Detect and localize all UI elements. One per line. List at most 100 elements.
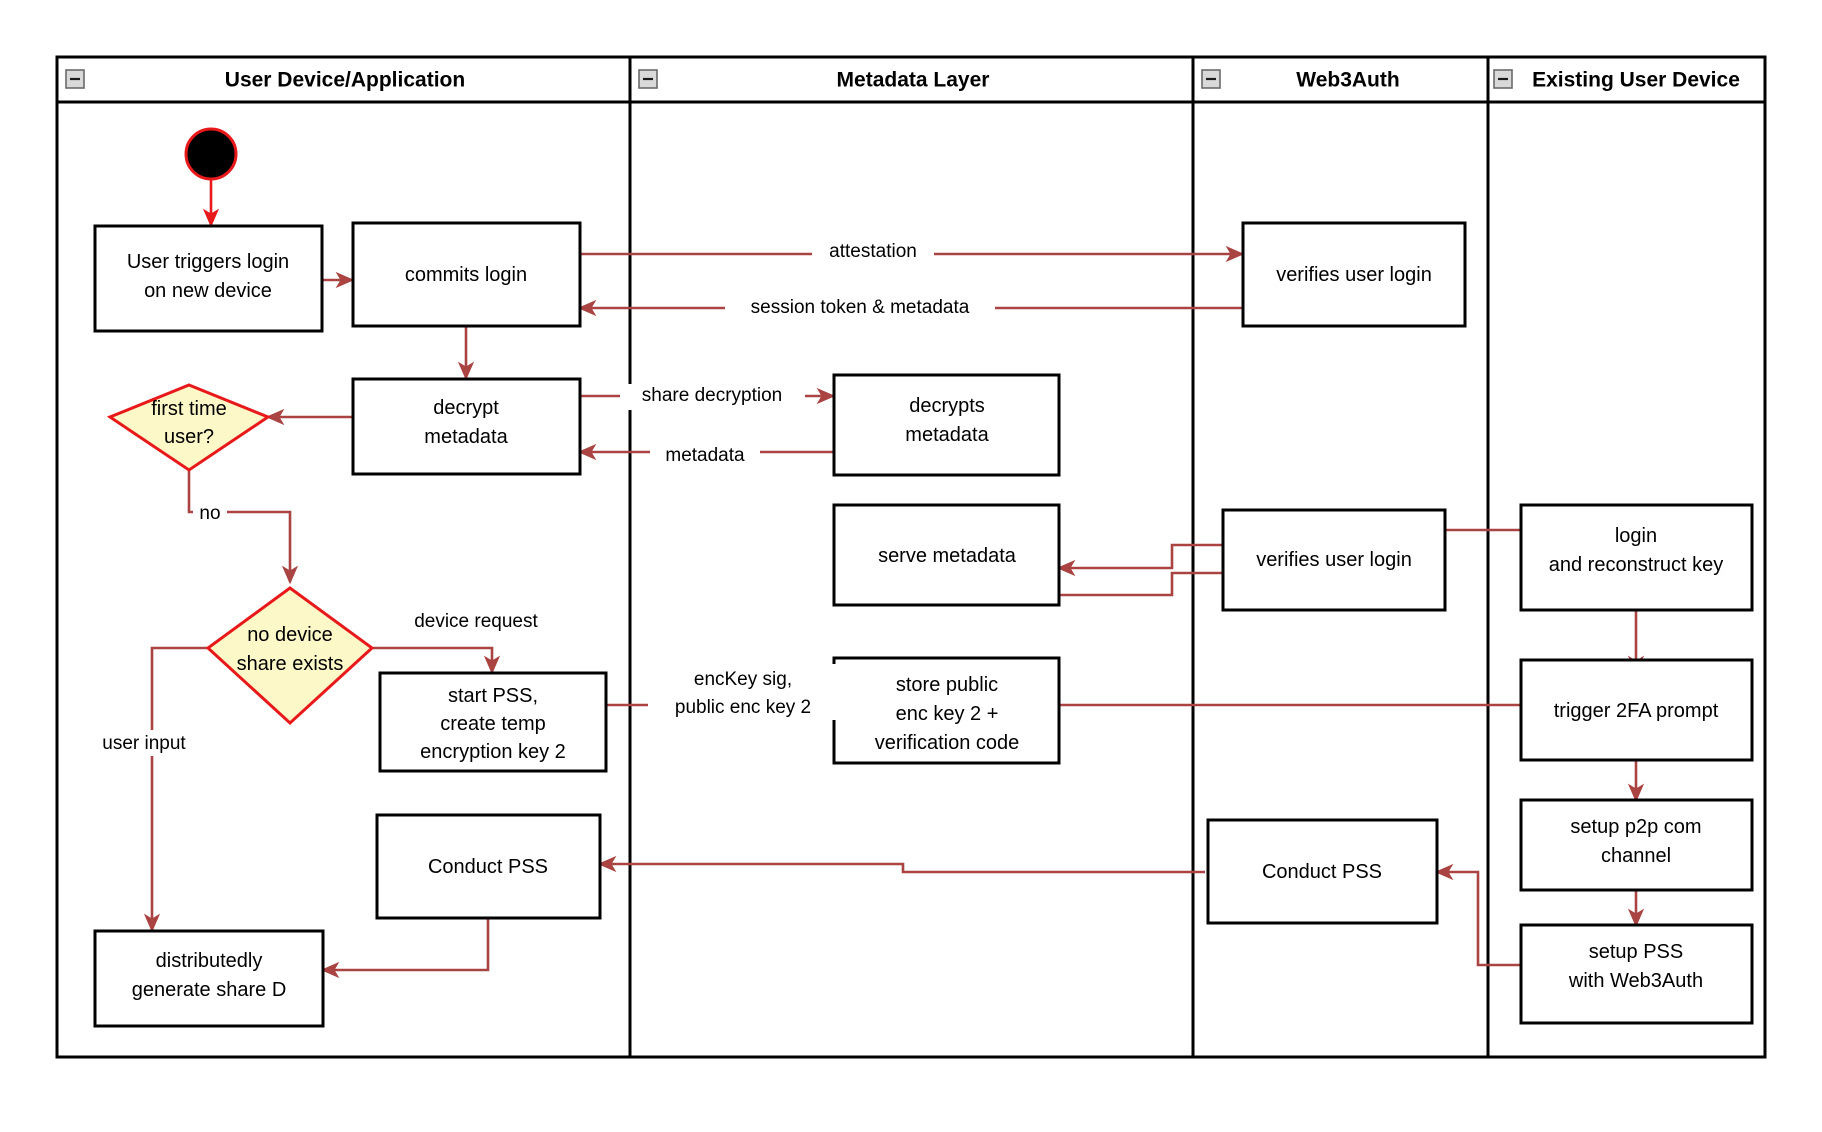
node-label-line-2: metadata [424, 426, 508, 448]
node-label-line-2: and reconstruct key [1549, 554, 1724, 576]
node-start-pss-create-temp-key[interactable]: start PSS, create temp encryption key 2 [378, 671, 608, 773]
node-first-time-user[interactable]: first time user? [106, 383, 272, 472]
node-label-line-1: Conduct PSS [1262, 861, 1382, 883]
edge-label-text-line-2: public enc key 2 [675, 697, 811, 718]
node-trigger-2fa-prompt[interactable]: trigger 2FA prompt [1519, 658, 1754, 762]
lane-header-existing-device [1486, 55, 1767, 104]
node-conduct-pss-user[interactable]: Conduct PSS [375, 813, 602, 920]
edge-label-text: user input [102, 733, 186, 754]
node-user-triggers-login[interactable]: User triggers login on new device [93, 224, 324, 333]
node-box [351, 377, 582, 476]
node-label-line-1: login [1615, 525, 1657, 547]
node-label-line-2: enc key 2 + [896, 703, 999, 725]
edge-label-text-line-1: encKey sig, [694, 669, 792, 690]
node-label-line-1: distributedly [156, 950, 263, 972]
edge-label-text: no [199, 503, 220, 524]
decision-diamond [205, 586, 375, 726]
edge-label-device-request: device request [396, 608, 556, 634]
start-circle [184, 127, 238, 181]
node-setup-pss-with-web3auth[interactable]: setup PSS with Web3Auth [1519, 923, 1754, 1025]
edge-label-text: attestation [829, 241, 917, 262]
node-store-public-enc-key[interactable]: store public enc key 2 + verification co… [832, 656, 1061, 765]
node-commits-login[interactable]: commits login [351, 221, 582, 328]
node-no-device-share-exists[interactable]: no device share exists [205, 586, 375, 726]
node-box [1241, 221, 1467, 328]
node-box [351, 221, 582, 328]
node-label-line-1: setup p2p com [1570, 816, 1701, 838]
edge-conductpss-to-conductpss [597, 855, 1205, 874]
edge-no [187, 470, 299, 585]
node-label-line-2: channel [1601, 845, 1671, 867]
node-box [1519, 658, 1754, 762]
edge-label-session-token: session token & metadata [725, 296, 995, 322]
node-box [378, 671, 608, 773]
node-distributedly-generate-share-d[interactable]: distributedly generate share D [93, 929, 325, 1028]
node-label-line-1: verifies user login [1256, 549, 1412, 571]
node-label-line-1: verifies user login [1276, 264, 1432, 286]
node-label-line-1: serve metadata [878, 545, 1017, 567]
node-label-line-3: verification code [875, 732, 1020, 754]
start-node[interactable] [184, 127, 238, 181]
edge-label-user-input: user input [88, 730, 206, 756]
node-label-line-1: no device [247, 624, 333, 646]
node-label-line-2: create temp [440, 713, 546, 735]
lane-title-user-device: User Device/Application [225, 69, 465, 92]
node-box [1221, 508, 1447, 612]
lane-header-metadata [628, 55, 1195, 104]
minus-box-icon[interactable] [1493, 69, 1513, 89]
node-box [1206, 818, 1439, 925]
node-setup-p2p-com-channel[interactable]: setup p2p com channel [1519, 798, 1754, 892]
node-serve-metadata[interactable]: serve metadata [832, 503, 1061, 607]
edge-conductpss-to-share-d [320, 918, 490, 979]
node-conduct-pss-web3auth[interactable]: Conduct PSS [1206, 818, 1439, 925]
node-verifies-user-login-top[interactable]: verifies user login [1241, 221, 1467, 328]
edge-label-no: no [193, 500, 227, 525]
node-label-line-1: trigger 2FA prompt [1554, 700, 1719, 722]
edge-label-share-decryption: share decryption [620, 384, 805, 410]
node-label-line-1: setup PSS [1589, 941, 1684, 963]
node-label-line-1: store public [896, 674, 998, 696]
edge-device-request [372, 646, 501, 675]
edge-setuppss-to-conductpss [1434, 863, 1520, 967]
edge-label-text: device request [414, 611, 538, 632]
node-label-line-3: encryption key 2 [420, 741, 566, 763]
node-box [1519, 798, 1754, 892]
node-box [1519, 503, 1754, 612]
node-label-line-2: with Web3Auth [1568, 970, 1703, 992]
edge-label-text: session token & metadata [751, 297, 970, 318]
node-label-line-1: Conduct PSS [428, 856, 548, 878]
node-verifies-user-login-mid[interactable]: verifies user login [1221, 508, 1447, 612]
decision-diamond [106, 383, 272, 472]
node-login-and-reconstruct-key[interactable]: login and reconstruct key [1519, 503, 1754, 612]
minus-box-icon[interactable] [65, 69, 85, 89]
node-box [832, 373, 1061, 477]
node-box [1519, 923, 1754, 1025]
node-decrypt-metadata[interactable]: decrypt metadata [351, 377, 582, 476]
node-decrypts-metadata[interactable]: decrypts metadata [832, 373, 1061, 477]
lane-title-web3auth: Web3Auth [1296, 69, 1399, 92]
node-label-line-1: first time [151, 398, 227, 420]
edge-user-input [143, 646, 208, 933]
lane-title-metadata: Metadata Layer [837, 69, 990, 92]
node-label-line-1: User triggers login [127, 251, 289, 273]
edge-label-text: metadata [665, 445, 745, 466]
edge-serve-to-verifies [1059, 564, 1245, 597]
node-label-line-1: decrypts [909, 395, 985, 417]
minus-box-icon[interactable] [1201, 69, 1221, 89]
node-label-line-1: commits login [405, 264, 527, 286]
node-label-line-2: share exists [237, 653, 344, 675]
edge-verifies-to-serve [1056, 543, 1242, 577]
node-box [93, 929, 325, 1028]
node-label-line-2: metadata [905, 424, 989, 446]
node-box [93, 224, 324, 333]
node-label-line-1: start PSS, [448, 685, 538, 707]
node-box [375, 813, 602, 920]
lane-header-user-device [55, 55, 632, 104]
node-label-line-2: generate share D [132, 979, 287, 1001]
lane-title-existing-device: Existing User Device [1532, 69, 1740, 92]
minus-box-icon[interactable] [638, 69, 658, 89]
edge-label-text: share decryption [642, 385, 782, 406]
edge-label-metadata: metadata [650, 440, 760, 466]
edge-label-attestation: attestation [812, 240, 934, 266]
